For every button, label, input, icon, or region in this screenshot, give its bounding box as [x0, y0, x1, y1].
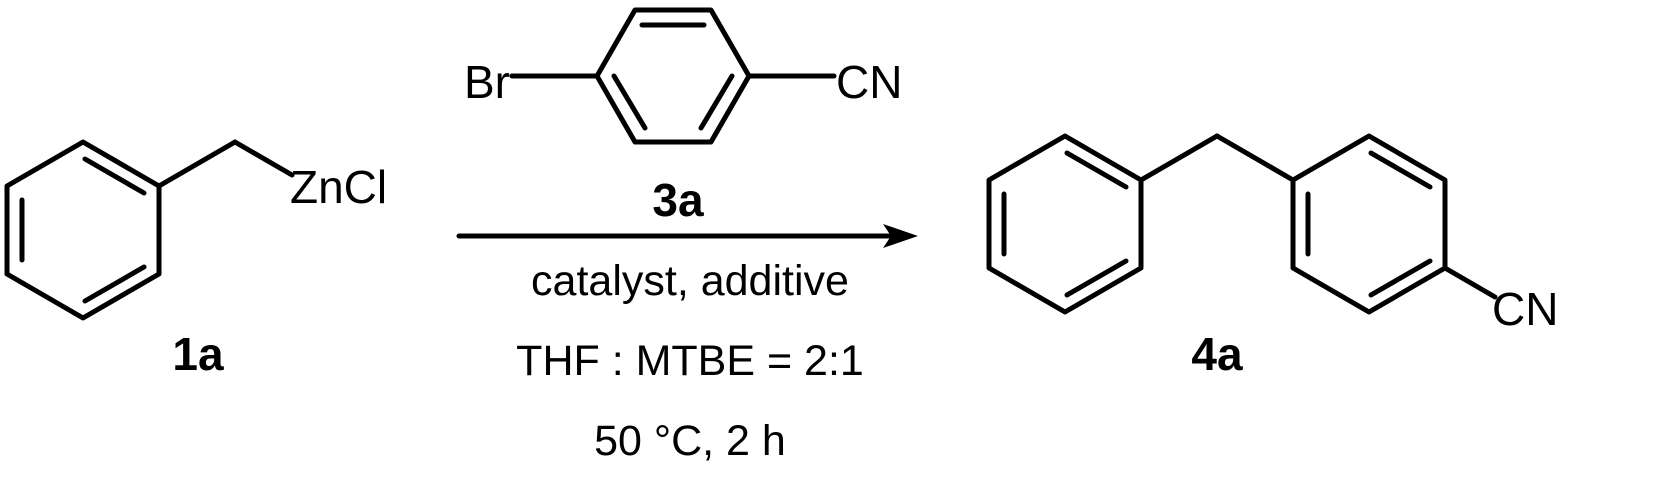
zncl-label: ZnCl [290, 161, 387, 213]
br-label: Br [464, 56, 510, 108]
compound-label-1a: 1a [172, 328, 224, 380]
benzene-ring-1a [4, 139, 162, 321]
conditions-line-2: THF : MTBE = 2:1 [516, 337, 864, 385]
ch2-bridge-4a [1138, 133, 1296, 183]
reagent-3a-structure: Br CN [464, 7, 902, 145]
reaction-arrow [456, 224, 918, 248]
ch2-zncl-bonds-1a [156, 139, 295, 189]
benzene-ring-4a-left [986, 133, 1144, 315]
reactant-1a-structure: ZnCl [4, 139, 387, 321]
benzene-ring-3a [594, 7, 752, 145]
cn-bond-4a [1442, 265, 1498, 300]
conditions-line-3: 50 °C, 2 h [594, 417, 786, 465]
arrow-head [883, 224, 918, 248]
conditions-line-1: catalyst, additive [531, 257, 849, 305]
benzene-ring-4a-right [1290, 133, 1448, 315]
cn-label-3a: CN [836, 56, 902, 108]
cn-label-4a: CN [1492, 283, 1558, 335]
compound-label-4a: 4a [1191, 328, 1243, 380]
product-4a-structure: CN [986, 133, 1558, 335]
compound-label-3a: 3a [652, 174, 704, 226]
